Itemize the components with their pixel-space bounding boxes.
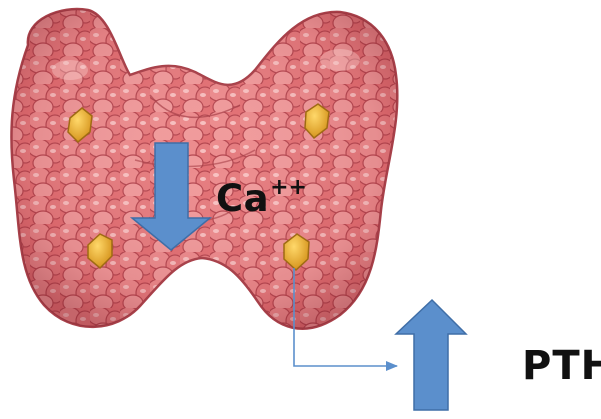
calcium-symbol: Ca xyxy=(216,177,269,220)
pth-label: PTH xyxy=(522,346,601,386)
up-arrow-icon xyxy=(396,300,466,410)
calcium-charge: ++ xyxy=(270,175,307,200)
thyroid-gland-icon xyxy=(11,9,397,329)
calcium-label: Ca++ xyxy=(216,180,307,217)
